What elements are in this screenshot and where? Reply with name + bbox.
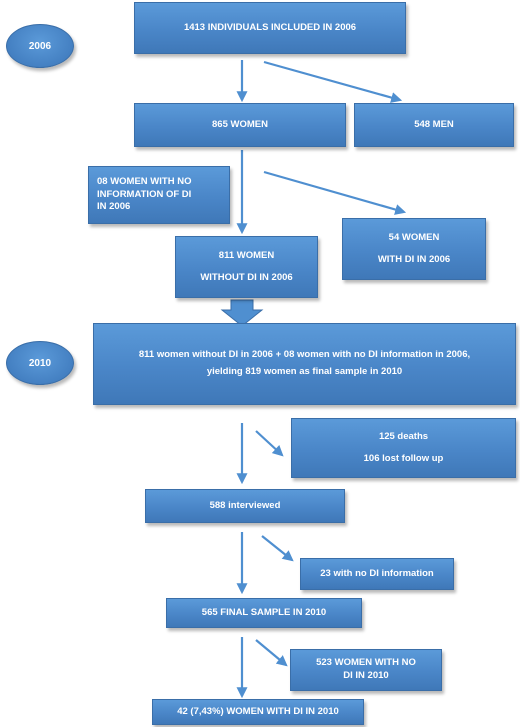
box-with-di-line1: 54 WOMEN [388, 231, 440, 243]
year-2006-label: 2006 [28, 40, 52, 52]
box-without-di-line1: 811 WOMEN [218, 249, 275, 261]
box-with-di-2006: 54 WOMEN WITH DI IN 2006 [342, 218, 486, 280]
arrow-interviewed-to-no-info [261, 535, 294, 562]
box-women-no-di-line2: DI IN 2010 [343, 670, 389, 681]
arrow-total-to-men [263, 60, 403, 103]
box-final-intro-line1: 811 women without DI in 2006 + 08 women … [138, 349, 471, 361]
box-no-info-2006: 08 WOMEN WITH NO INFORMATION OF DI IN 20… [88, 166, 230, 224]
box-no-info-line3: IN 2006 [97, 201, 131, 213]
year-2010-oval: 2010 [6, 341, 74, 385]
box-men: 548 MEN [354, 103, 514, 147]
arrow-final-to-deaths [255, 430, 284, 457]
box-final-sample-text: 565 FINAL SAMPLE IN 2010 [201, 606, 327, 618]
arrow-final-sample-to-no-di [255, 639, 288, 667]
year-2010-label: 2010 [28, 357, 52, 369]
box-interviewed-text: 588 interviewed [209, 499, 281, 511]
box-deaths-text: 125 deaths [378, 430, 429, 442]
box-deaths-lost: 125 deaths 106 lost follow up [291, 418, 516, 478]
box-total-text: 1413 INDIVIDUALS INCLUDED IN 2006 [183, 21, 357, 33]
arrow-women-to-with-di [263, 170, 407, 215]
box-no-di-information: 23 with no DI information [300, 558, 454, 590]
box-lost-text: 106 lost follow up [363, 452, 444, 464]
box-women-no-di-line1: 523 WOMEN WITH NO [316, 657, 416, 669]
box-men-text: 548 MEN [414, 118, 454, 130]
box-without-di-2006: 811 WOMEN WITHOUT DI IN 2006 [175, 236, 318, 298]
box-no-info-line1: 08 WOMEN WITH NO [97, 175, 192, 187]
box-final-sample-2010-intro: 811 women without DI in 2006 + 08 women … [93, 323, 516, 405]
box-final-sample-2010: 565 FINAL SAMPLE IN 2010 [166, 598, 362, 628]
box-final-intro-line2: yielding 819 women as final sample in 20… [206, 366, 403, 377]
box-women-di-2010: 42 (7,43%) WOMEN WITH DI IN 2010 [152, 699, 364, 725]
box-interviewed: 588 interviewed [145, 489, 345, 523]
box-women: 865 WOMEN [134, 103, 346, 147]
box-no-info-line2: INFORMATION OF DI [97, 188, 192, 200]
box-with-di-line2: WITH DI IN 2006 [377, 253, 451, 265]
year-2006-oval: 2006 [6, 24, 74, 68]
box-no-di-info-text: 23 with no DI information [320, 567, 434, 579]
box-without-di-line2: WITHOUT DI IN 2006 [200, 271, 293, 283]
box-total-individuals: 1413 INDIVIDUALS INCLUDED IN 2006 [134, 2, 406, 54]
box-women-text: 865 WOMEN [212, 118, 268, 130]
box-women-di-text: 42 (7,43%) WOMEN WITH DI IN 2010 [177, 705, 339, 717]
box-women-no-di-2010: 523 WOMEN WITH NO DI IN 2010 [290, 649, 442, 691]
